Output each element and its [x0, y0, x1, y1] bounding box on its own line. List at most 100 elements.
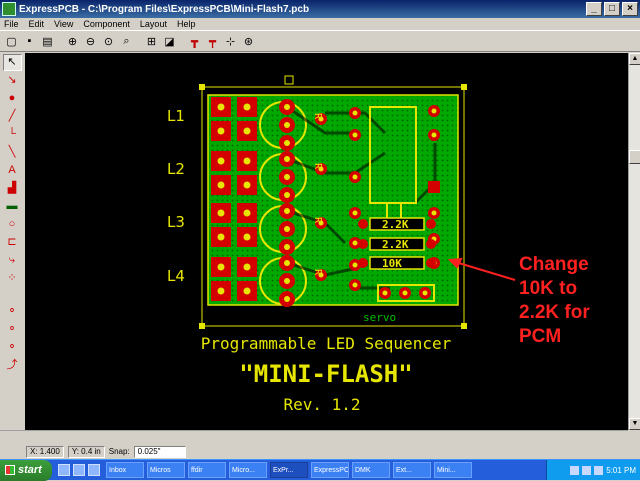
task-button[interactable]: Mini... — [434, 462, 472, 478]
close-button[interactable]: × — [622, 2, 638, 16]
component-icon[interactable]: ▟ — [7, 182, 17, 194]
led-pad-rows — [211, 97, 257, 301]
media-icon[interactable] — [88, 464, 100, 476]
left-tool-palette: ↖ ↘ ● ╱ └ ╲ A ▟ ▬ ○ ⊏ ⤷ ⁘ ⚬ ⚬ ⚬ ⤴ — [0, 52, 24, 430]
led-label-l3: L3 — [167, 213, 185, 231]
menu-view[interactable]: View — [54, 19, 74, 29]
resistor-label: R — [312, 163, 323, 170]
pad-icon[interactable]: ● — [8, 92, 16, 104]
desktop-icon[interactable] — [73, 464, 85, 476]
vertical-scrollbar[interactable]: ▲ ▼ — [628, 53, 640, 430]
print-icon[interactable]: ▤ — [42, 35, 53, 48]
network-icon[interactable] — [582, 465, 592, 475]
properties-icon[interactable]: ⊞ — [146, 35, 157, 48]
clock: 5:01 PM — [606, 465, 636, 475]
led-label-l1: L1 — [167, 107, 185, 125]
pcb-canvas[interactable]: R R R R — [25, 53, 628, 430]
menu-layout[interactable]: Layout — [139, 19, 167, 29]
led-round-pads — [279, 99, 295, 307]
scroll-thumb[interactable] — [629, 150, 640, 164]
pin-icon[interactable]: ┯ — [209, 35, 216, 48]
task-button[interactable]: ExpressPCB — [311, 462, 349, 478]
component-icon[interactable]: ┳ — [191, 35, 198, 48]
zoom-out-icon[interactable]: ⊖ — [85, 35, 96, 48]
trace-icon[interactable]: ╱ — [8, 110, 16, 122]
scroll-down-icon[interactable]: ▼ — [629, 418, 640, 430]
menu-bar: File Edit View Component Layout Help — [0, 18, 640, 30]
coord-x-readout: X: 1.400 — [26, 445, 64, 458]
horizontal-scrollbar[interactable] — [0, 430, 628, 444]
pointer-icon[interactable]: ↖ — [2, 54, 22, 71]
led-label-l2: L2 — [167, 160, 185, 178]
annotation-arrow — [447, 257, 516, 281]
layer-bottom-icon[interactable]: ⚬ — [7, 323, 17, 335]
layers-icon[interactable]: ◪ — [164, 35, 175, 48]
chip-label-2: 2.2K — [382, 238, 409, 251]
save-icon[interactable]: ▪ — [27, 35, 32, 47]
window-title: ExpressPCB - C:\Program Files\ExpressPCB… — [19, 3, 310, 15]
task-button[interactable]: Ext... — [393, 462, 431, 478]
zoom-area-icon[interactable]: ⌕ — [123, 34, 130, 47]
zoom-fit-icon[interactable]: ⊙ — [103, 35, 114, 48]
zoom-in-icon[interactable]: ⊕ — [67, 35, 78, 48]
net-icon[interactable]: ⁘ — [7, 272, 17, 284]
rubber-band-icon[interactable]: ⤷ — [8, 254, 16, 266]
pad-icon[interactable]: ⊹ — [225, 35, 236, 48]
angle-trace-icon[interactable]: └ — [8, 128, 16, 140]
circle-icon[interactable]: ○ — [8, 218, 16, 230]
title-bar[interactable]: ExpressPCB - C:\Program Files\ExpressPCB… — [0, 0, 640, 18]
volume-icon[interactable] — [570, 465, 580, 475]
coord-y-readout: Y: 0.4 in — [67, 445, 105, 458]
board-titles: Programmable LED Sequencer "MINI-FLASH" … — [201, 334, 452, 414]
snap-select[interactable]: 0.025" — [133, 445, 186, 458]
task-button[interactable]: ffdir — [188, 462, 226, 478]
board-title: "MINI-FLASH" — [239, 360, 412, 388]
annotation-line-3: 2.2K for — [519, 302, 590, 323]
scroll-up-icon[interactable]: ▲ — [629, 53, 640, 65]
taskbar: start Inbox Micros ffdir Micro... ExPr..… — [0, 459, 640, 481]
new-icon[interactable]: ▢ — [6, 35, 17, 48]
via-icon[interactable]: ⊛ — [243, 35, 254, 48]
minimize-button[interactable]: _ — [586, 2, 602, 16]
task-button[interactable]: DMK — [352, 462, 390, 478]
system-tray: 5:01 PM — [546, 460, 640, 480]
resistor-label: R — [312, 217, 323, 224]
browser-icon[interactable] — [58, 464, 70, 476]
select-icon[interactable]: ↘ — [7, 74, 17, 86]
menu-component[interactable]: Component — [83, 19, 130, 29]
start-button[interactable]: start — [0, 459, 52, 481]
resistor-pads — [315, 107, 361, 291]
annotation-line-4: PCM — [519, 326, 561, 347]
annotation-line-1: Change — [519, 254, 589, 275]
task-button[interactable]: Micro... — [229, 462, 267, 478]
task-button[interactable]: ExPr... — [270, 462, 308, 478]
security-icon[interactable] — [594, 465, 604, 475]
rectangle-icon[interactable]: ⊏ — [7, 236, 17, 248]
diagonal-trace-icon[interactable]: ╲ — [8, 146, 16, 158]
resistor-labels: R R R R — [312, 113, 323, 276]
layer-top-icon[interactable]: ⚬ — [7, 305, 17, 317]
task-button[interactable]: Micros — [147, 462, 185, 478]
task-button[interactable]: Inbox — [106, 462, 144, 478]
layer-silk-icon[interactable]: ⚬ — [7, 341, 17, 353]
chip-resistors: 2.2K 2.2K 10K — [358, 217, 436, 270]
route-icon[interactable]: ⤴ — [6, 359, 18, 371]
menu-help[interactable]: Help — [176, 19, 196, 29]
start-label: start — [18, 464, 42, 476]
app-icon[interactable] — [2, 2, 16, 16]
board-subtitle: Programmable LED Sequencer — [201, 334, 452, 353]
led-label-l4: L4 — [167, 267, 185, 285]
status-bar: X: 1.400 Y: 0.4 in Snap: 0.025" — [0, 444, 640, 459]
menu-edit[interactable]: Edit — [28, 19, 45, 29]
chip-label-1: 2.2K — [382, 218, 409, 231]
filled-plane-icon[interactable]: ▬ — [6, 200, 18, 212]
task-list: Inbox Micros ffdir Micro... ExPr... Expr… — [106, 462, 472, 478]
resistor-label: R — [312, 269, 323, 276]
maximize-button[interactable]: □ — [604, 2, 620, 16]
menu-file[interactable]: File — [4, 19, 19, 29]
snap-label: Snap: — [108, 447, 130, 456]
board-revision: Rev. 1.2 — [283, 395, 360, 414]
led-labels: L1 L2 L3 L4 — [167, 107, 185, 285]
text-icon[interactable]: A — [8, 164, 16, 176]
